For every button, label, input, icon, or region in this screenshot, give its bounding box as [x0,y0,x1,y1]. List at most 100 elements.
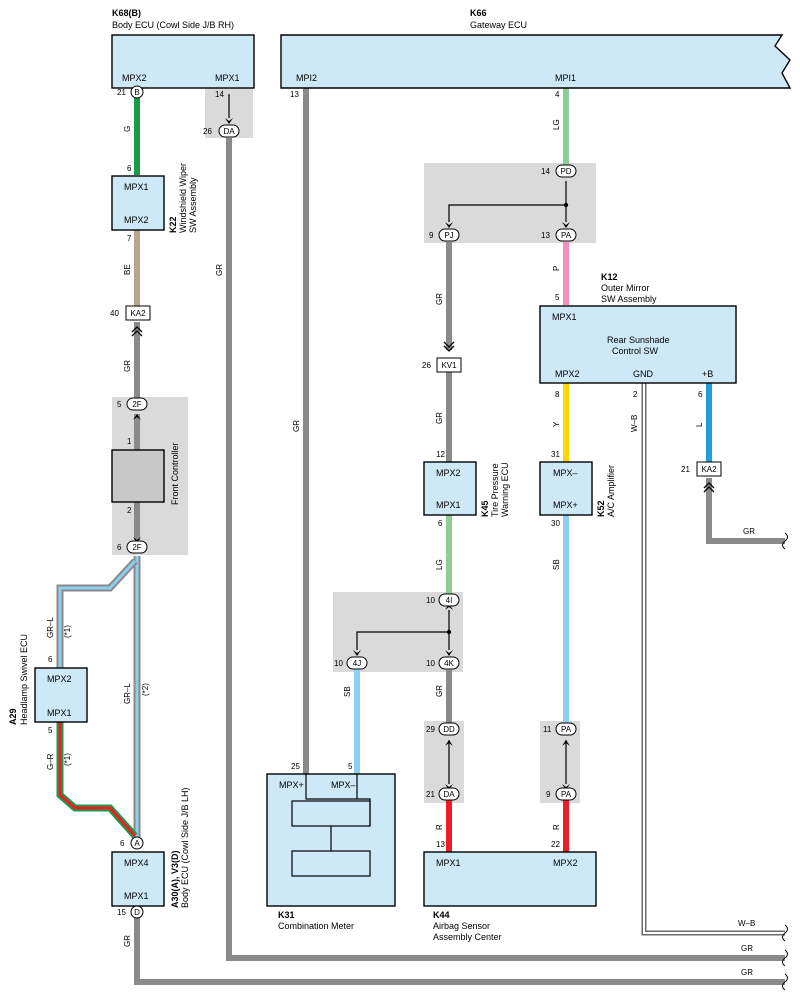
svg-text:SB: SB [552,559,561,570]
a30-pin-mpx4: MPX4 [124,858,149,868]
connector-pd [555,164,577,178]
svg-text:14: 14 [215,90,224,99]
k45-name2: Warning ECU [500,462,510,517]
k12-name1: Outer Mirror [601,283,650,293]
svg-text:26: 26 [422,361,431,370]
svg-text:(*2): (*2) [141,683,150,696]
svg-text:GR: GR [435,412,444,424]
k68-pin-mpx1: MPX1 [215,73,240,83]
svg-text:13: 13 [436,840,445,849]
svg-text:2F: 2F [132,543,141,552]
svg-text:GR: GR [741,968,753,977]
connector-a [130,836,144,850]
svg-text:4I: 4I [446,596,453,605]
k12-inner2: Control SW [612,346,659,356]
svg-text:GR–L: GR–L [46,617,55,638]
svg-text:5: 5 [348,762,353,771]
svg-text:11: 11 [543,725,552,734]
k44-name1: Airbag Sensor [433,921,490,931]
svg-text:KA2: KA2 [130,309,146,318]
connector-dd [438,722,460,736]
front-controller-box [111,449,165,503]
k31-code: K31 [278,910,295,920]
k22-box [111,175,165,231]
svg-text:2: 2 [127,506,132,515]
svg-text:8: 8 [555,390,560,399]
svg-text:GR: GR [741,944,753,953]
k44-pin-mpx1: MPX1 [436,858,461,868]
k31-name: Combination Meter [278,921,354,931]
svg-text:PJ: PJ [444,231,453,240]
svg-text:5: 5 [48,726,53,735]
connector-ka2-left [125,305,151,321]
svg-text:PD: PD [560,167,571,176]
k68-pin-mpx2: MPX2 [122,73,147,83]
svg-text:R: R [435,824,444,830]
k45-box [423,461,477,516]
svg-text:14: 14 [541,167,550,176]
break-mark-gr2 [782,973,788,991]
svg-text:GR: GR [435,293,444,305]
svg-text:GR–L: GR–L [123,683,132,704]
wire-g-r [56,722,138,839]
a29-pin-mpx2: MPX2 [47,674,72,684]
svg-text:30: 30 [551,519,560,528]
svg-text:W–B: W–B [738,919,755,928]
k12-inner1: Rear Sunshade [607,335,670,345]
svg-text:4K: 4K [444,659,454,668]
a30-box [111,851,165,907]
connector-kv1 [436,357,462,373]
svg-text:R: R [552,824,561,830]
connector-ka2-right [696,461,722,477]
connector-b [130,85,144,99]
svg-text:13: 13 [290,90,299,99]
k52-pin-mpxplus: MPX+ [553,500,578,510]
svg-text:DD: DD [443,725,455,734]
connector-pj [438,228,460,242]
break-mark-wb [782,924,788,942]
k45-pin-mpx2: MPX2 [436,468,461,478]
connector-2f-top [126,397,148,411]
a29-box [34,667,88,723]
svg-text:GR: GR [123,360,132,372]
connector-2f-bottom [126,540,148,554]
wire-grl-1 [56,558,138,668]
svg-text:6: 6 [127,164,132,173]
break-mark-gr1 [782,949,788,967]
junction-4i [356,610,450,650]
k66-name: Gateway ECU [470,20,527,30]
k22-pin-mpx2: MPX2 [124,215,149,225]
svg-text:29: 29 [426,725,435,734]
front-controller-name: Front Controller [170,442,180,505]
svg-text:31: 31 [551,450,560,459]
svg-text:40: 40 [110,309,119,318]
connector-4i [438,593,460,607]
svg-text:G: G [123,126,132,132]
a30-code: A30(A), V3(D) [170,850,180,908]
svg-text:B: B [134,88,139,97]
svg-text:GR: GR [743,527,755,536]
k31-pin-mpxplus: MPX+ [279,780,304,790]
svg-text:(*1): (*1) [63,753,72,766]
svg-text:21: 21 [681,465,690,474]
svg-text:2: 2 [633,390,638,399]
k66-pin-mpi1: MPI1 [555,73,576,83]
k12-pin-plusb: +B [702,369,713,379]
k68-box [111,34,255,89]
svg-text:GR: GR [123,935,132,947]
svg-text:2F: 2F [132,400,141,409]
svg-text:13: 13 [541,231,550,240]
a29-pin-mpx1: MPX1 [47,708,72,718]
svg-text:W–B: W–B [630,415,639,432]
svg-text:6: 6 [48,655,53,664]
svg-text:7: 7 [127,234,132,243]
wire-gr-bottom2 [226,138,785,961]
svg-text:5: 5 [555,293,560,302]
k12-name2: SW Assembly [601,294,657,304]
k22-pin-mpx1: MPX1 [124,182,149,192]
k52-code: K52 [596,500,606,517]
svg-text:10: 10 [334,659,343,668]
k66-code: K66 [470,8,487,18]
wire-labels: G BE GR GR GR LG P GR GR Y W–B L SB LG S… [46,119,755,977]
a30-pin-mpx1: MPX1 [124,891,149,901]
